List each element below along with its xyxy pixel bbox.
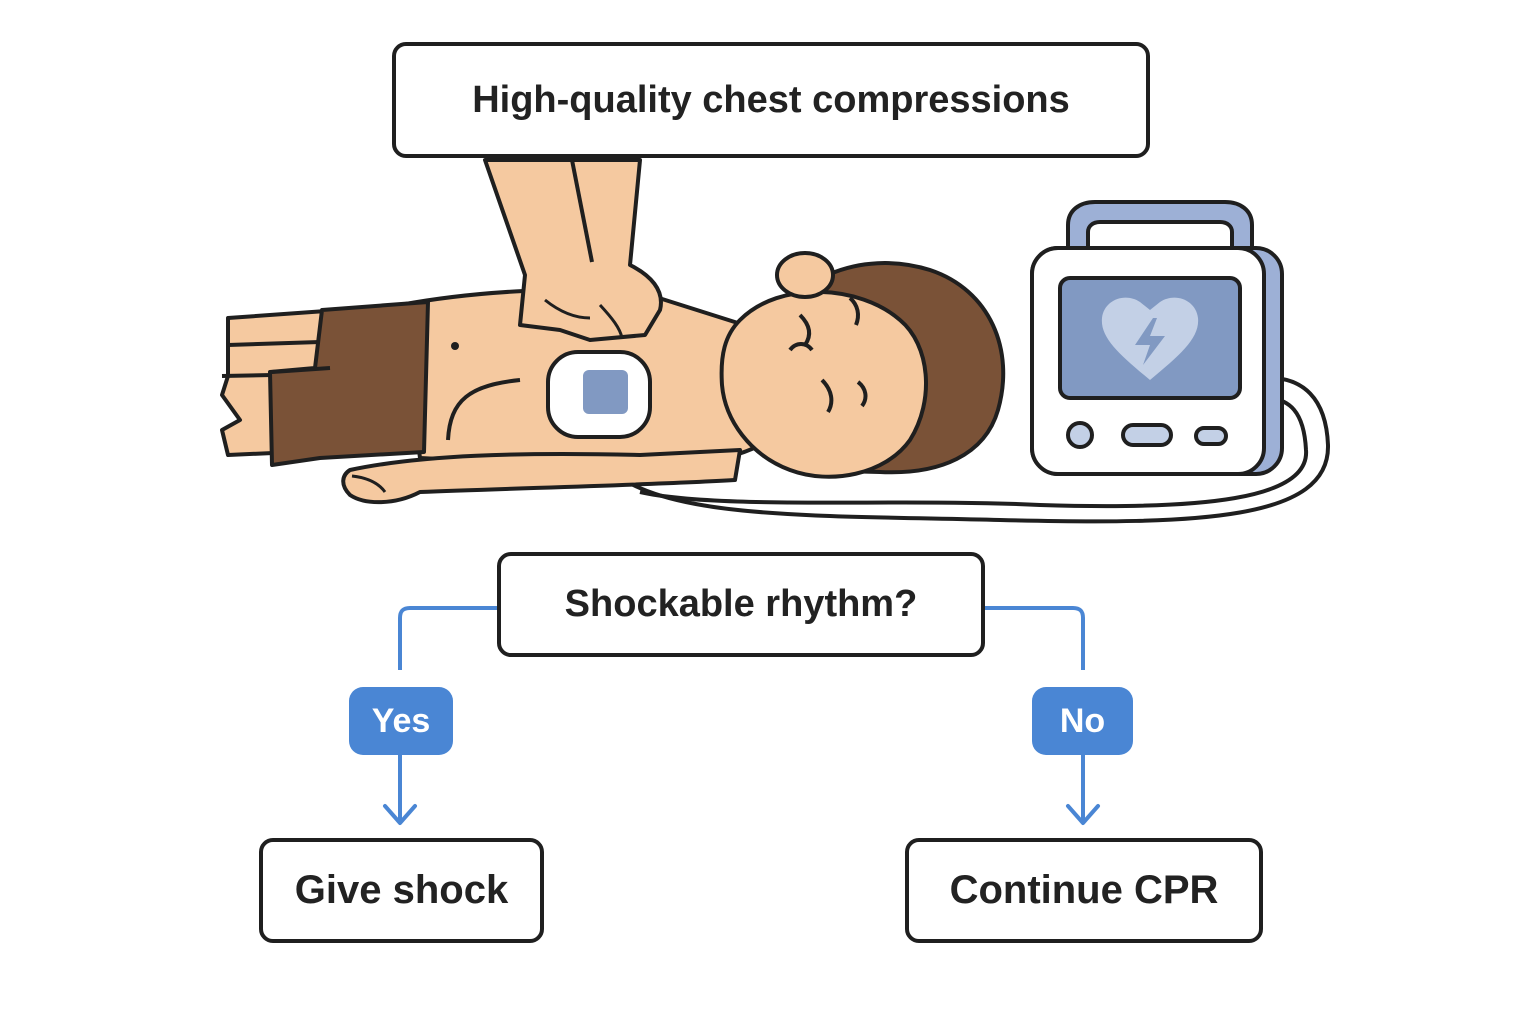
give-shock-box: Give shock bbox=[259, 838, 544, 943]
aed-cable bbox=[598, 376, 1331, 524]
arrowhead-yes bbox=[383, 804, 417, 825]
aed-cable-2 bbox=[639, 396, 1309, 509]
yes-branch-badge: Yes bbox=[349, 687, 453, 755]
arrowhead-no bbox=[1066, 804, 1100, 825]
child-head bbox=[719, 251, 1006, 479]
child-arm bbox=[341, 448, 742, 505]
connector-yes bbox=[398, 606, 497, 670]
decision-label: Shockable rhythm? bbox=[564, 583, 918, 625]
give-shock-label: Give shock bbox=[294, 868, 509, 912]
top-step-label: High-quality chest compressions bbox=[472, 78, 1070, 121]
continue-cpr-label: Continue CPR bbox=[949, 868, 1219, 912]
yes-branch-label: Yes bbox=[371, 701, 431, 740]
decision-box: Shockable rhythm? bbox=[497, 552, 985, 657]
no-branch-label: No bbox=[1059, 701, 1106, 740]
heart-lightning-icon bbox=[1101, 297, 1199, 380]
continue-cpr-box: Continue CPR bbox=[905, 838, 1263, 943]
connector-no bbox=[985, 606, 1085, 670]
top-step-box: High-quality chest compressions bbox=[392, 42, 1150, 158]
rescuer-arms bbox=[483, 158, 663, 342]
no-branch-badge: No bbox=[1032, 687, 1133, 755]
aed-device bbox=[1030, 200, 1284, 476]
